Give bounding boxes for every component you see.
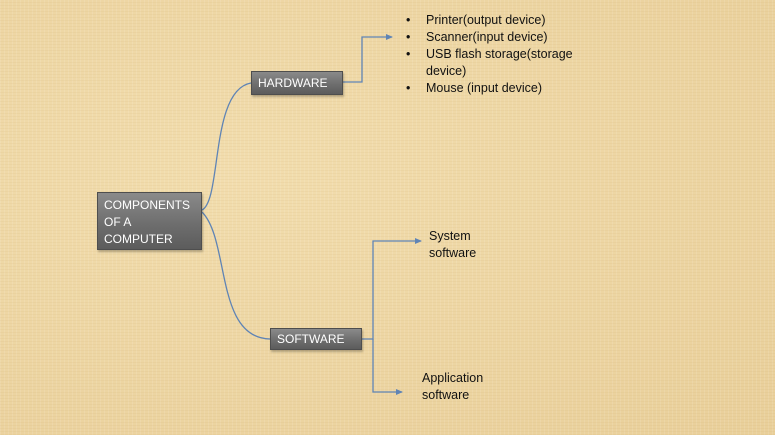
root-node-line-1: COMPONENTS	[104, 198, 191, 212]
hardware-items-list: • Printer(output device) • Scanner(input…	[400, 12, 600, 97]
connector-root-to-hardware	[201, 82, 252, 211]
system-software-line-2: software	[429, 246, 477, 260]
hardware-item: • Printer(output device)	[400, 12, 600, 29]
bullet-icon: •	[406, 30, 411, 44]
system-software-leaf: System software	[429, 228, 519, 262]
application-software-line-1: Application	[422, 371, 484, 385]
connector-hardware-to-list	[343, 34, 393, 83]
hardware-item-text: USB flash storage(storage device)	[426, 47, 573, 78]
bullet-icon: •	[406, 81, 411, 95]
hardware-item-text: Mouse (input device)	[426, 81, 543, 95]
software-node: SOFTWARE	[270, 328, 362, 350]
hardware-node: HARDWARE	[251, 71, 343, 95]
hardware-item: • Mouse (input device)	[400, 80, 600, 97]
hardware-item-text: Scanner(input device)	[426, 30, 548, 44]
hardware-item: • Scanner(input device)	[400, 29, 600, 46]
root-node-components-of-a-computer: COMPONENTS OF A COMPUTER	[97, 192, 202, 250]
root-node-line-2: OF A	[104, 215, 132, 229]
hardware-item: • USB flash storage(storage device)	[400, 46, 600, 80]
hardware-node-label: HARDWARE	[258, 76, 328, 90]
bullet-icon: •	[406, 47, 411, 61]
connector-software-to-application	[372, 339, 403, 395]
application-software-leaf: Application software	[422, 370, 522, 404]
system-software-line-1: System	[429, 229, 471, 243]
connector-root-to-software	[201, 211, 271, 340]
software-node-label: SOFTWARE	[277, 332, 345, 346]
bullet-icon: •	[406, 13, 411, 27]
application-software-line-2: software	[422, 388, 470, 402]
root-node-line-3: COMPUTER	[104, 232, 173, 246]
connector-software-to-system	[362, 238, 422, 340]
hardware-item-text: Printer(output device)	[426, 13, 546, 27]
